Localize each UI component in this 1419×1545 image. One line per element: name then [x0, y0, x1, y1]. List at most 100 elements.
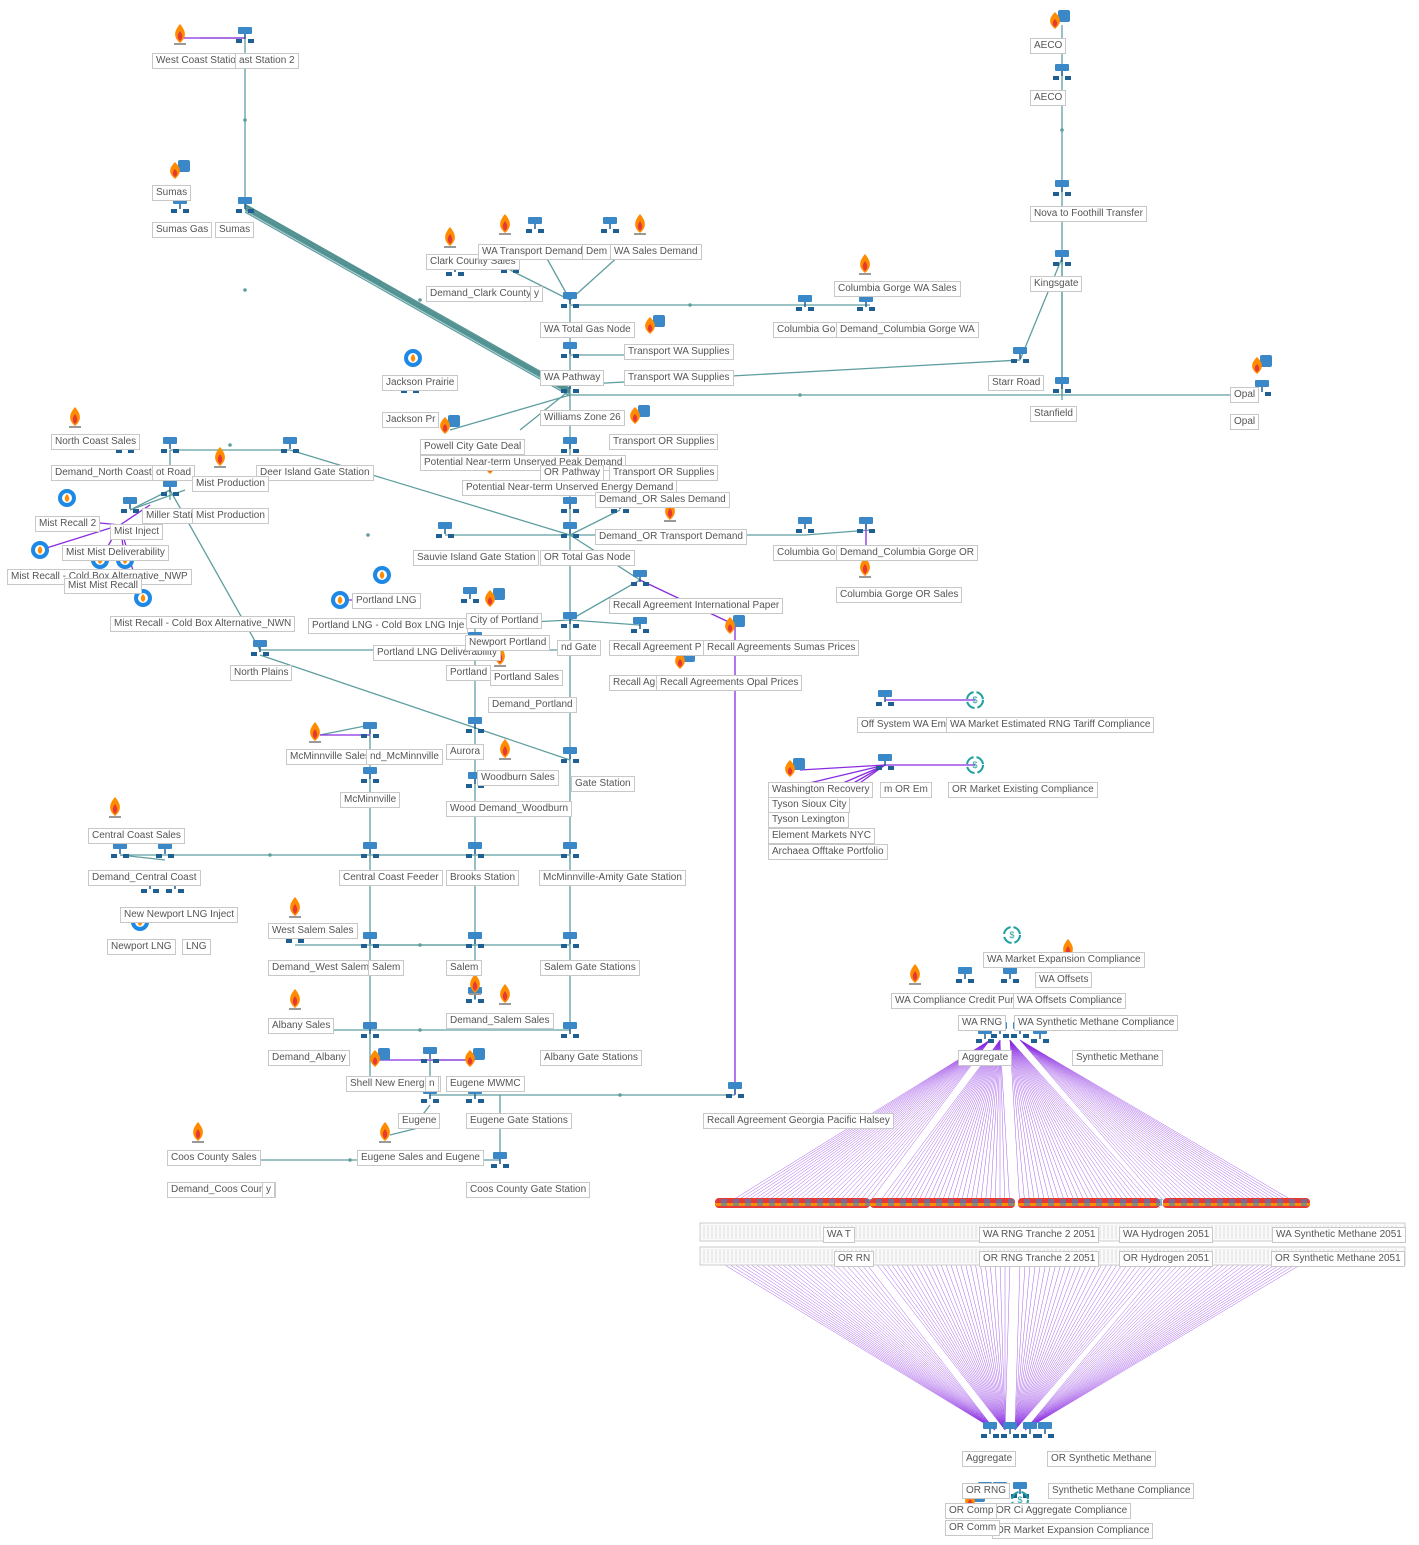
- node-label[interactable]: WA Sales Demand: [610, 244, 702, 260]
- node-label[interactable]: Coos County Gate Station: [466, 1182, 591, 1198]
- node-label[interactable]: WA Offsets Compliance: [1013, 993, 1127, 1009]
- node-label[interactable]: OR Ci Aggregate Compliance: [992, 1503, 1132, 1519]
- node-label[interactable]: Salem: [368, 960, 405, 976]
- node-label[interactable]: OR Comp: [945, 1503, 998, 1519]
- node-label[interactable]: ast Station 2: [235, 53, 299, 69]
- node-label[interactable]: ot Road: [152, 465, 196, 481]
- node-label[interactable]: OR Pathway: [540, 465, 605, 481]
- node-label[interactable]: Sumas Gas: [152, 222, 213, 238]
- node-label[interactable]: Mist Production: [192, 476, 269, 492]
- node-label[interactable]: y: [262, 1182, 275, 1198]
- node-label[interactable]: Recall Agreement Georgia Pacific Halsey: [703, 1113, 894, 1129]
- node-label[interactable]: WA Total Gas Node: [540, 322, 635, 338]
- node-label[interactable]: Demand_Columbia Gorge WA: [836, 322, 979, 338]
- node-label[interactable]: North Plains: [230, 665, 293, 681]
- node-label[interactable]: nd_McMinnville: [366, 749, 443, 765]
- node-label[interactable]: Newport Portland: [465, 635, 551, 651]
- node-label[interactable]: Demand_Salem Sales: [446, 1013, 554, 1029]
- node-label[interactable]: AECO: [1030, 38, 1067, 54]
- node-label[interactable]: Williams Zone 26: [540, 410, 625, 426]
- node-label[interactable]: Salem Gate Stations: [540, 960, 640, 976]
- node-label[interactable]: Newport LNG: [107, 939, 176, 955]
- node-label[interactable]: LNG: [182, 939, 211, 955]
- node-label[interactable]: Demand_Coos County: [167, 1182, 277, 1198]
- node-label[interactable]: Transport WA Supplies: [624, 370, 734, 386]
- node-label[interactable]: Transport OR Supplies: [609, 465, 719, 481]
- node-label[interactable]: Synthetic Methane: [1072, 1050, 1163, 1066]
- node-label[interactable]: OR Market Existing Compliance: [948, 782, 1098, 798]
- node-label[interactable]: Demand_Central Coast: [88, 870, 201, 886]
- node-label[interactable]: Sumas: [215, 222, 255, 238]
- node-label[interactable]: WA Synthetic Methane 2051: [1272, 1227, 1406, 1243]
- node-label[interactable]: Albany Gate Stations: [540, 1050, 642, 1066]
- node-label[interactable]: OR Comm: [945, 1520, 1001, 1536]
- node-label[interactable]: Jackson Prairie: [382, 375, 459, 391]
- node-label[interactable]: Portland LNG - Cold Box LNG Inje: [308, 618, 469, 634]
- node-label[interactable]: OR RNG: [962, 1483, 1010, 1499]
- node-label[interactable]: Recall Agreement P: [609, 640, 706, 656]
- node-label[interactable]: Columbia Gorge OR Sales: [836, 587, 963, 603]
- node-label[interactable]: Demand_Columbia Gorge OR: [836, 545, 978, 561]
- node-label[interactable]: Aggregate: [958, 1050, 1013, 1066]
- node-label[interactable]: Sumas: [152, 185, 192, 201]
- node-label[interactable]: City of Portland: [466, 613, 543, 629]
- node-label[interactable]: OR Synthetic Methane: [1047, 1451, 1156, 1467]
- node-label[interactable]: WA RNG: [958, 1015, 1007, 1031]
- node-label[interactable]: OR RNG Tranche 2 2051: [979, 1251, 1100, 1267]
- node-label[interactable]: Woodburn Sales: [477, 770, 559, 786]
- node-label[interactable]: Eugene Gate Stations: [466, 1113, 572, 1129]
- node-label[interactable]: Aurora: [446, 744, 485, 760]
- node-label[interactable]: Portland: [446, 665, 492, 681]
- node-label[interactable]: Tyson Lexington: [768, 812, 849, 828]
- node-label[interactable]: Stanfield: [1030, 406, 1077, 422]
- node-label[interactable]: m OR Em: [880, 782, 932, 798]
- node-label[interactable]: Recall Agreements Sumas Prices: [703, 640, 860, 656]
- node-label[interactable]: WA Transport Demand: [478, 244, 587, 260]
- node-label[interactable]: Demand_North Coast: [51, 465, 156, 481]
- node-label[interactable]: Aggregate: [962, 1451, 1017, 1467]
- node-label[interactable]: Brooks Station: [446, 870, 520, 886]
- node-label[interactable]: Opal: [1230, 387, 1260, 403]
- node-label[interactable]: Demand_West Salem: [268, 960, 374, 976]
- node-label[interactable]: New Newport LNG Inject: [120, 907, 239, 923]
- node-label[interactable]: Demand_Clark County: [426, 286, 536, 302]
- node-label[interactable]: Transport OR Supplies: [609, 434, 719, 450]
- node-label[interactable]: Opal: [1230, 414, 1260, 430]
- node-label[interactable]: WA Offsets: [1035, 972, 1093, 988]
- node-label[interactable]: McMinnville-Amity Gate Station: [539, 870, 686, 886]
- node-label[interactable]: n: [425, 1076, 439, 1092]
- node-label[interactable]: Nova to Foothill Transfer: [1030, 206, 1147, 222]
- node-label[interactable]: Recall Ag: [609, 675, 660, 691]
- node-label[interactable]: Mist Mist Recall: [64, 578, 143, 594]
- node-label[interactable]: Eugene MWMC: [446, 1076, 525, 1092]
- node-label[interactable]: WA Pathway: [540, 370, 605, 386]
- node-label[interactable]: Demand_OR Sales Demand: [595, 492, 730, 508]
- node-label[interactable]: Mist Production: [192, 508, 269, 524]
- node-label[interactable]: AECO: [1030, 90, 1067, 106]
- node-label[interactable]: Demand_Portland: [488, 697, 577, 713]
- node-label[interactable]: Demand_Albany: [268, 1050, 350, 1066]
- node-label[interactable]: OR Total Gas Node: [540, 550, 635, 566]
- node-label[interactable]: West Salem Sales: [268, 923, 358, 939]
- node-label[interactable]: Transport WA Supplies: [624, 344, 734, 360]
- node-label[interactable]: Tyson Sioux City: [768, 797, 851, 813]
- node-label[interactable]: Mist Inject: [110, 524, 164, 540]
- node-label[interactable]: WA Compliance Credit Purchase: [891, 993, 1045, 1009]
- node-label[interactable]: Mist Mist Deliverability: [62, 545, 169, 561]
- node-label[interactable]: Eugene Sales and Eugene: [357, 1150, 484, 1166]
- node-label[interactable]: WA Hydrogen 2051: [1119, 1227, 1214, 1243]
- node-label[interactable]: West Coast Station 2: [152, 53, 254, 69]
- node-label[interactable]: OR Hydrogen 2051: [1119, 1251, 1214, 1267]
- node-label[interactable]: WA RNG Tranche 2 2051: [979, 1227, 1100, 1243]
- node-label[interactable]: OR Market Expansion Compliance: [992, 1523, 1154, 1539]
- node-label[interactable]: Recall Agreements Opal Prices: [656, 675, 803, 691]
- node-label[interactable]: Gate Station: [571, 776, 635, 792]
- node-label[interactable]: OR RN: [834, 1251, 875, 1267]
- node-label[interactable]: y: [530, 286, 543, 302]
- node-label[interactable]: Wood Demand_Woodburn: [446, 801, 573, 817]
- node-label[interactable]: Salem: [446, 960, 483, 976]
- node-label[interactable]: Synthetic Methane Compliance: [1048, 1483, 1195, 1499]
- node-label[interactable]: Recall Agreement International Paper: [609, 598, 784, 614]
